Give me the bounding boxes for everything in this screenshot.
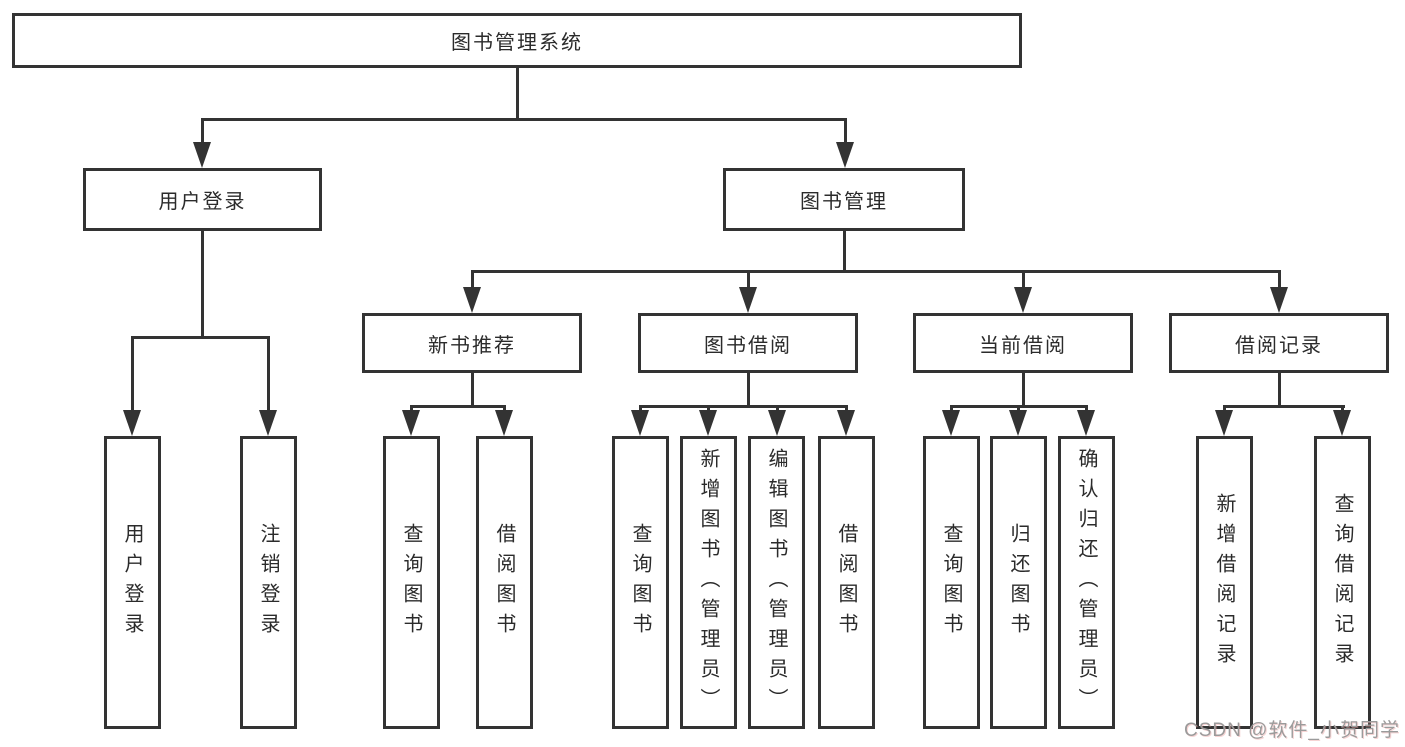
connector-branch-line [266, 336, 270, 410]
connector-branch-line [1084, 405, 1088, 413]
arrow-down-icon [259, 410, 277, 436]
connector-branch-line [775, 405, 779, 413]
leaf-cb-confirm-return-admin: 确认归还（管理员） [1058, 436, 1115, 729]
connector-branch-line [1021, 270, 1025, 287]
leaf-bb-add-books-admin: 新增图书（管理员） [680, 436, 737, 729]
leaf-user-login: 用户登录 [104, 436, 161, 729]
leaf-rec-borrow-books: 借阅图书 [476, 436, 533, 729]
node-user-login: 用户登录 [83, 168, 322, 231]
connector-book-mgmt-stem [842, 231, 846, 270]
arrow-down-icon [402, 410, 420, 436]
arrow-down-icon [1215, 410, 1233, 436]
connector-branch-line [1222, 405, 1226, 413]
connector-borrow-records-bus [1222, 405, 1345, 408]
arrow-down-icon [837, 410, 855, 436]
arrow-down-icon [836, 142, 854, 168]
arrow-down-icon [1270, 287, 1288, 313]
leaf-cb-query-books: 查询图书 [923, 436, 980, 729]
connector-branch-line [1340, 405, 1344, 413]
node-new-book-recommendation: 新书推荐 [362, 313, 582, 373]
connector-branch-line [746, 270, 750, 287]
connector-branch-line [844, 405, 848, 413]
connector-user-login-stem [200, 231, 204, 336]
connector-current-borrow-stem [1021, 371, 1025, 405]
arrow-down-icon [942, 410, 960, 436]
connector-book-borrow-bus [638, 405, 848, 408]
leaf-cb-return-books: 归还图书 [990, 436, 1047, 729]
node-current-borrowing: 当前借阅 [913, 313, 1133, 373]
connector-branch-line [638, 405, 642, 413]
connector-branch-line [502, 405, 506, 413]
connector-root-bus [200, 118, 847, 121]
arrow-down-icon [495, 410, 513, 436]
arrow-down-icon [768, 410, 786, 436]
arrow-down-icon [463, 287, 481, 313]
connector-branch-line [1016, 405, 1020, 413]
leaf-br-query-borrow-record: 查询借阅记录 [1314, 436, 1371, 729]
arrow-down-icon [1009, 410, 1027, 436]
connector-branch-line [1277, 270, 1281, 287]
connector-book-borrow-stem [746, 371, 750, 405]
leaf-rec-query-books: 查询图书 [383, 436, 440, 729]
arrow-down-icon [1014, 287, 1032, 313]
connector-new-book-stem [470, 371, 474, 405]
node-book-borrowing: 图书借阅 [638, 313, 858, 373]
connector-book-mgmt-bus [470, 270, 1281, 273]
connector-branch-line [949, 405, 953, 413]
arrow-down-icon [699, 410, 717, 436]
node-borrowing-records: 借阅记录 [1169, 313, 1389, 373]
connector-new-book-bus [409, 405, 506, 408]
arrow-down-icon [631, 410, 649, 436]
arrow-down-icon [1077, 410, 1095, 436]
arrow-down-icon [739, 287, 757, 313]
connector-branch-line [200, 118, 204, 142]
connector-branch-line [409, 405, 413, 413]
node-book-management: 图书管理 [723, 168, 965, 231]
connector-branch-line [130, 336, 134, 410]
arrow-down-icon [1333, 410, 1351, 436]
connector-user-login-bus [130, 336, 270, 339]
connector-root-stem [515, 68, 519, 118]
leaf-bb-borrow-books: 借阅图书 [818, 436, 875, 729]
leaf-logout-login: 注销登录 [240, 436, 297, 729]
connector-branch-line [706, 405, 710, 413]
arrow-down-icon [193, 142, 211, 168]
connector-branch-line [843, 118, 847, 142]
connector-borrow-records-stem [1277, 371, 1281, 405]
watermark: CSDN @软件_小贺同学 [1184, 720, 1400, 741]
connector-branch-line [470, 270, 474, 287]
node-library-management-system: 图书管理系统 [12, 13, 1022, 68]
leaf-br-add-borrow-record: 新增借阅记录 [1196, 436, 1253, 729]
arrow-down-icon [123, 410, 141, 436]
leaf-bb-query-books: 查询图书 [612, 436, 669, 729]
leaf-bb-edit-books-admin: 编辑图书（管理员） [748, 436, 805, 729]
